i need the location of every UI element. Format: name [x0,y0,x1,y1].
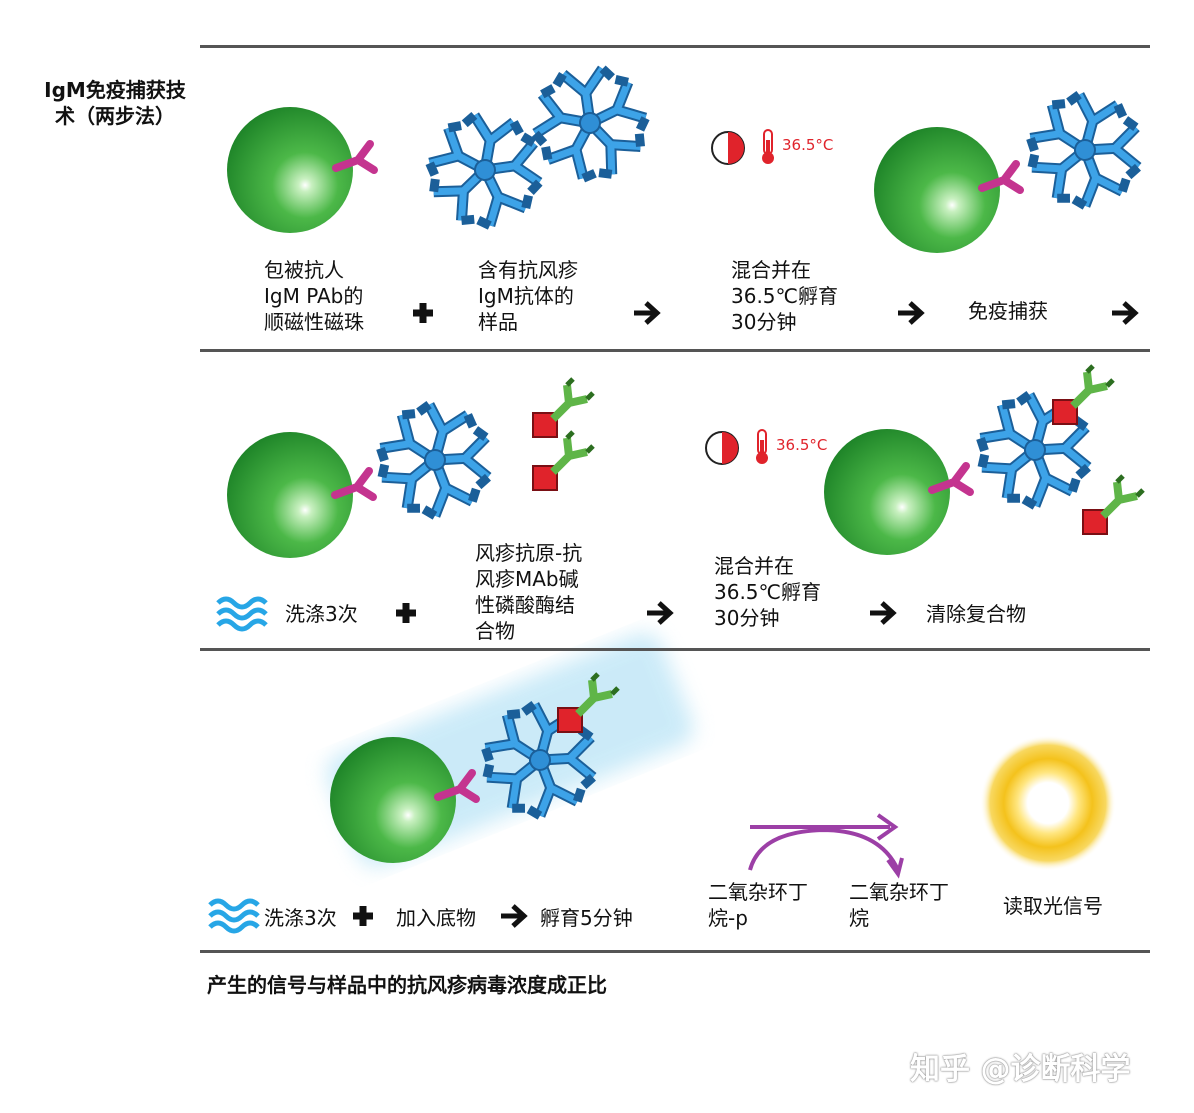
row3-incubate-label: 孵育5分钟 [540,906,633,930]
plus-icon [413,303,433,323]
method-title: IgM免疫捕获技 术（两步法） [44,78,186,128]
row1-incubation-icons [711,129,775,165]
row2-incubation-icons [705,429,769,465]
arrow-right-icon [647,603,670,623]
row2-wash-label: 洗涤3次 [285,602,358,626]
arrow-right-icon [898,303,921,323]
row-divider [200,648,1150,651]
row2-incubate-label: 混合并在 36.5℃孵育 30分钟 [714,554,821,630]
wash-wave-icon [218,599,266,629]
conclusion-text: 产生的信号与样品中的抗风疹病毒浓度成正比 [207,973,607,997]
row2-conjugates [533,379,593,490]
row3-substrate-label: 加入底物 [396,906,476,930]
row3-dioxetane-p-label: 二氧杂环丁 烷-p [708,880,808,930]
row2-conjugate-label: 风疹抗原-抗 风疹MAb碱 性磷酸酶结 合物 [475,541,583,643]
arrow-right-icon [501,906,524,926]
row1-captured-complex [874,85,1155,253]
row3-dioxetane-label: 二氧杂环丁 烷 [849,880,949,930]
bottom-rule [200,950,1150,953]
arrow-right-icon [870,603,893,623]
temperature-label: 36.5°C [782,136,834,154]
row1-beads-label: 包被抗人 IgM PAb的 顺磁性磁珠 [264,258,364,334]
arrow-right-icon [634,303,657,323]
row2-bead-complex [227,395,505,558]
light-signal-ring [980,735,1116,871]
row1-incubate-label: 混合并在 36.5℃孵育 30分钟 [731,258,838,334]
row1-igm-antibodies [418,63,656,237]
row3-labeled-complex [330,674,618,863]
top-rule [200,45,1150,48]
watermark: 知乎 @诊断科学 [910,1052,1131,1087]
arrow-right-icon [1112,303,1135,323]
row1-sample-label: 含有抗风疹 IgM抗体的 样品 [478,258,578,334]
plus-icon [396,603,416,623]
row2-labeled-complex [824,366,1143,555]
row1-bead [227,107,374,233]
plus-icon [353,906,373,926]
row2-result-label: 清除复合物 [926,602,1026,626]
wash-wave-icon [210,901,258,931]
row3-wash-label: 洗涤3次 [264,906,337,930]
row3-read-label: 读取光信号 [1003,894,1103,918]
row-divider [200,349,1150,352]
temperature-label: 36.5°C [776,436,828,454]
reaction-arrow [748,813,904,879]
row1-result-label: 免疫捕获 [968,299,1048,323]
